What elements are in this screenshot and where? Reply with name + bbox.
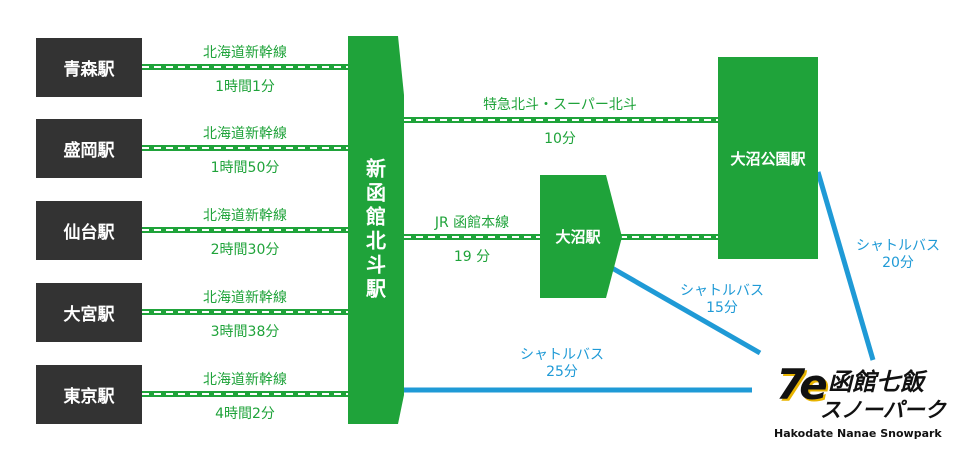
station-omiya: 大宮駅 <box>36 283 142 342</box>
shuttle-time-onuma: 15分 <box>706 300 738 316</box>
snowpark-logo: 7e 函館七飯 スノーパーク Hakodate Nanae Snowpark <box>770 360 960 450</box>
logo-subtitle: Hakodate Nanae Snowpark <box>774 427 942 440</box>
logo-title-line1: 函館七飯 <box>828 368 924 396</box>
shuttle-label-hub: シャトルバス 25分 <box>500 347 624 381</box>
time-label-sendai: 2時間30分 <box>210 242 280 258</box>
station-morioka: 盛岡駅 <box>36 119 142 178</box>
express-line-label: 特急北斗・スーパー北斗 <box>483 97 637 113</box>
shuttle-route-koen <box>815 171 876 361</box>
shuttle-name-hub: シャトルバス <box>520 347 604 363</box>
line-label-tokyo: 北海道新幹線 <box>203 372 287 388</box>
time-label-morioka: 1時間50分 <box>210 160 280 176</box>
onuma-koen-station-label: 大沼公園駅 <box>730 149 806 168</box>
line-label-morioka: 北海道新幹線 <box>203 126 287 142</box>
station-aomori: 青森駅 <box>36 38 142 97</box>
line-label-sendai: 北海道新幹線 <box>203 208 287 224</box>
time-label-omiya: 3時間38分 <box>210 324 280 340</box>
line-label-omiya: 北海道新幹線 <box>203 290 287 306</box>
time-label-tokyo: 4時間2分 <box>215 406 275 422</box>
shuttle-name-koen: シャトルバス <box>856 238 940 254</box>
onuma-station-label: 大沼駅 <box>555 228 601 246</box>
rail-hakodate-main <box>404 234 540 240</box>
station-tokyo: 東京駅 <box>36 365 142 424</box>
shuttle-time-koen: 20分 <box>882 255 914 271</box>
time-label-aomori: 1時間1分 <box>215 79 275 95</box>
express-time-label: 10分 <box>544 131 576 147</box>
rail-express <box>404 117 718 123</box>
main-line-time-label: 19 分 <box>453 249 491 265</box>
line-label-aomori: 北海道新幹線 <box>203 45 287 61</box>
shuttle-name-onuma: シャトルバス <box>680 283 764 299</box>
logo-mark-text: 7e <box>776 360 828 409</box>
rail-aomori <box>142 64 348 70</box>
shuttle-label-onuma: シャトルバス 15分 <box>660 283 784 317</box>
rail-sendai <box>142 227 348 233</box>
onuma-koen-station: 大沼公園駅 <box>718 57 818 259</box>
rail-onuma-koen <box>620 234 718 240</box>
rail-omiya <box>142 309 348 315</box>
station-sendai: 仙台駅 <box>36 201 142 260</box>
shuttle-route-onuma <box>610 265 762 356</box>
logo-title-line2: スノーパーク <box>820 398 946 422</box>
rail-tokyo <box>142 391 348 397</box>
hub-station-label: 新函館北斗駅 <box>362 158 387 302</box>
shuttle-time-hub: 25分 <box>546 364 578 380</box>
main-line-label: JR 函館本線 <box>434 215 510 231</box>
logo-mark: 7e <box>776 360 828 412</box>
hub-station: 新函館北斗駅 <box>348 36 402 424</box>
onuma-station: 大沼駅 <box>540 175 616 298</box>
shuttle-label-koen: シャトルバス 20分 <box>838 238 958 272</box>
rail-morioka <box>142 145 348 151</box>
